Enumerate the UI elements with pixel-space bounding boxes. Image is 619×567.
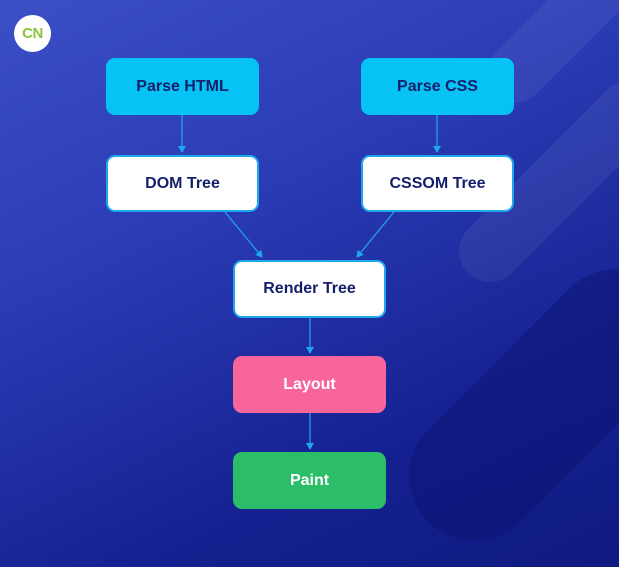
cssom-tree-node: CSSOM Tree <box>361 155 514 212</box>
arrow-dom-to-render <box>224 211 263 258</box>
dom-tree-label: DOM Tree <box>145 174 220 192</box>
parse-css-node: Parse CSS <box>361 58 514 115</box>
logo-text: CN <box>22 25 43 42</box>
layout-label: Layout <box>283 375 336 393</box>
dom-tree-node: DOM Tree <box>106 155 259 212</box>
coding-ninjas-logo-icon: CN <box>14 15 51 52</box>
arrow-cssom-to-render <box>356 211 395 258</box>
paint-node: Paint <box>233 452 386 509</box>
cssom-tree-label: CSSOM Tree <box>389 174 486 192</box>
parse-html-label: Parse HTML <box>136 77 229 95</box>
parse-html-node: Parse HTML <box>106 58 259 115</box>
layout-node: Layout <box>233 356 386 413</box>
render-tree-label: Render Tree <box>263 280 356 297</box>
parse-css-label: Parse CSS <box>397 77 478 95</box>
paint-label: Paint <box>289 471 330 489</box>
render-tree-node: Render Tree <box>233 260 386 318</box>
